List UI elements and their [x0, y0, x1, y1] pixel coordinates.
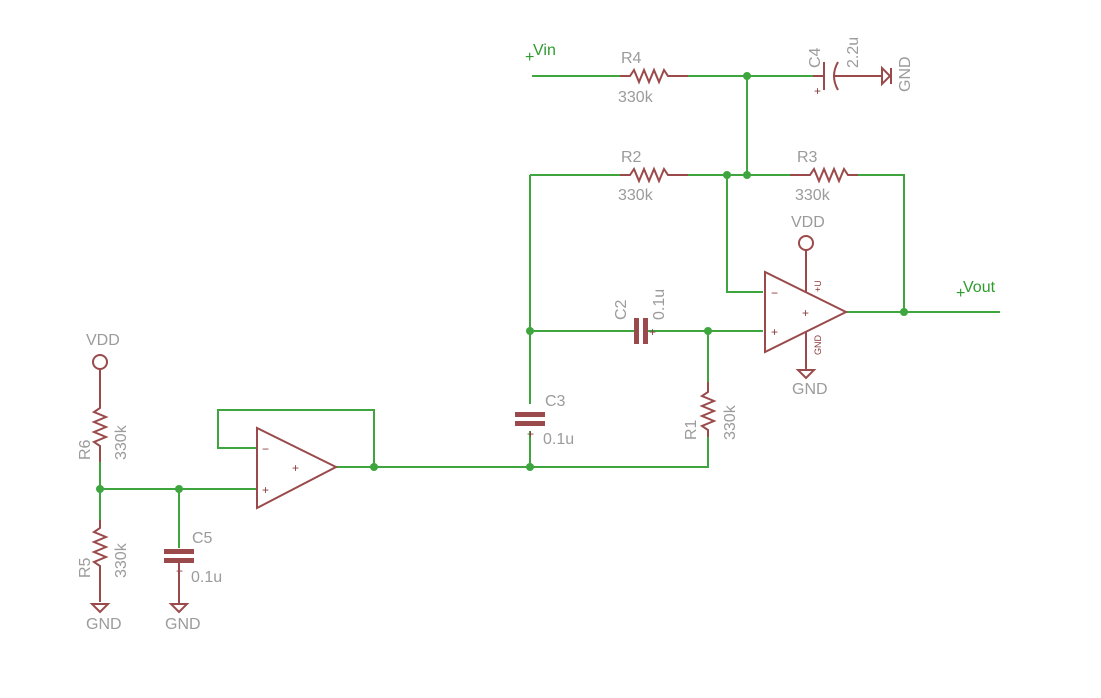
- capacitor-polarity: +: [649, 325, 656, 339]
- net-vin: + Vin: [525, 42, 556, 66]
- resistor-value: 330k: [722, 404, 739, 440]
- opamp-minus-label: −: [771, 286, 778, 300]
- vdd-label: VDD: [86, 332, 120, 349]
- resistor-name: R6: [77, 439, 94, 460]
- opamp-gnd-pin-label: GND: [813, 335, 823, 356]
- net-label-vout: Vout: [963, 279, 996, 296]
- junctions: [96, 72, 908, 493]
- junction-dot: [175, 485, 183, 493]
- capacitor-name: C3: [545, 393, 566, 410]
- resistor-r1[interactable]: R1 330k: [683, 382, 739, 440]
- resistor-name: R5: [77, 557, 94, 578]
- capacitor-c2[interactable]: + C2 0.1u: [613, 289, 668, 344]
- resistor-r2[interactable]: R2 330k: [618, 149, 688, 204]
- resistor-symbol: [620, 67, 688, 85]
- wire-r1-bottom: [530, 437, 709, 468]
- gnd-triangle-icon: [795, 369, 817, 380]
- resistor-value: 330k: [113, 542, 130, 578]
- resistor-value: 330k: [113, 424, 130, 460]
- resistor-r3[interactable]: R3 330k: [790, 149, 858, 204]
- opamp-plus-input-label: +: [262, 483, 269, 497]
- gnd-label: GND: [165, 616, 201, 633]
- gnd-symbol-c4: GND: [881, 56, 914, 92]
- capacitor-c4[interactable]: + C4 2.2u: [807, 37, 882, 98]
- resistor-r5[interactable]: R5 330k: [77, 520, 130, 602]
- wire-feedback-minus: [726, 175, 763, 293]
- capacitor-polarity: +: [527, 427, 534, 441]
- junction-dot: [723, 171, 731, 179]
- gnd-symbol-c5: GND: [165, 603, 201, 633]
- wire-r3-right: [858, 174, 905, 312]
- vdd-symbol-top: VDD: [791, 214, 825, 251]
- resistor-value: 330k: [618, 89, 654, 106]
- capacitor-polarity: +: [814, 84, 821, 98]
- opamp-buffer[interactable]: − + +: [256, 426, 339, 510]
- capacitor-value: 0.1u: [543, 431, 574, 448]
- gnd-label: GND: [86, 616, 122, 633]
- resistor-name: R4: [621, 50, 642, 67]
- net-vout: + Vout: [956, 279, 996, 302]
- connector-mark: +: [956, 285, 965, 302]
- junction-dot: [743, 72, 751, 80]
- resistor-name: R1: [683, 419, 700, 440]
- opamp-minus-label: −: [262, 442, 269, 456]
- opamp-plus-center-label: +: [292, 461, 299, 475]
- gnd-triangle-icon: [168, 603, 190, 614]
- resistor-symbol: [91, 520, 109, 602]
- capacitor-plate: [164, 549, 194, 554]
- junction-dot: [96, 485, 104, 493]
- capacitor-value: 2.2u: [845, 37, 862, 68]
- resistor-value: 330k: [795, 187, 831, 204]
- junction-dot: [526, 463, 534, 471]
- connector-mark: +: [525, 49, 534, 66]
- opamp-vcc-pin-label: +U: [813, 280, 823, 292]
- junction-dot: [743, 171, 751, 179]
- capacitor-value: 0.1u: [651, 289, 668, 320]
- resistor-symbol: [91, 370, 109, 462]
- gnd-symbol-r5: GND: [86, 603, 122, 633]
- capacitor-plate: [643, 318, 648, 344]
- vdd-circle-icon: [92, 354, 108, 370]
- resistor-symbol: [699, 382, 717, 437]
- gnd-triangle-icon: [881, 65, 892, 87]
- resistor-name: R3: [797, 149, 818, 166]
- resistor-symbol: [790, 166, 858, 184]
- capacitor-c3[interactable]: + C3 0.1u: [515, 393, 574, 448]
- wires: [99, 75, 1000, 548]
- capacitor-plate: [515, 421, 545, 426]
- capacitor-value: 0.1u: [191, 569, 222, 586]
- capacitor-name: C2: [613, 299, 630, 320]
- resistor-name: R2: [621, 149, 642, 166]
- gnd-triangle-icon: [89, 603, 111, 614]
- vdd-circle-icon: [798, 235, 814, 251]
- vdd-label: VDD: [791, 214, 825, 231]
- capacitor-name: C4: [807, 47, 824, 68]
- capacitor-plate: [164, 558, 194, 563]
- opamp-main[interactable]: − + + +U GND: [764, 250, 849, 370]
- vdd-symbol-left: VDD: [86, 332, 120, 370]
- opamp-plus-center-label: +: [802, 306, 809, 320]
- resistor-value: 330k: [618, 187, 654, 204]
- junction-dot: [704, 327, 712, 335]
- capacitor-name: C5: [192, 530, 213, 547]
- resistor-symbol: [620, 166, 688, 184]
- junction-dot: [900, 308, 908, 316]
- opamp-plus-input-label: +: [771, 325, 778, 339]
- gnd-label: GND: [792, 381, 828, 398]
- gnd-symbol-opamp: GND: [792, 369, 828, 398]
- junction-dot: [370, 463, 378, 471]
- gnd-label: GND: [897, 56, 914, 92]
- net-label-vin: Vin: [533, 42, 556, 59]
- capacitor-plate: [634, 318, 639, 344]
- capacitor-c5[interactable]: + C5 0.1u: [164, 530, 222, 604]
- resistor-r6[interactable]: R6 330k: [77, 370, 130, 462]
- resistor-r4[interactable]: R4 330k: [618, 50, 688, 106]
- wire-buffer-feedback: [217, 409, 375, 467]
- opamp-triangle: [256, 426, 339, 510]
- junction-dot: [526, 327, 534, 335]
- capacitor-plate: [515, 412, 545, 417]
